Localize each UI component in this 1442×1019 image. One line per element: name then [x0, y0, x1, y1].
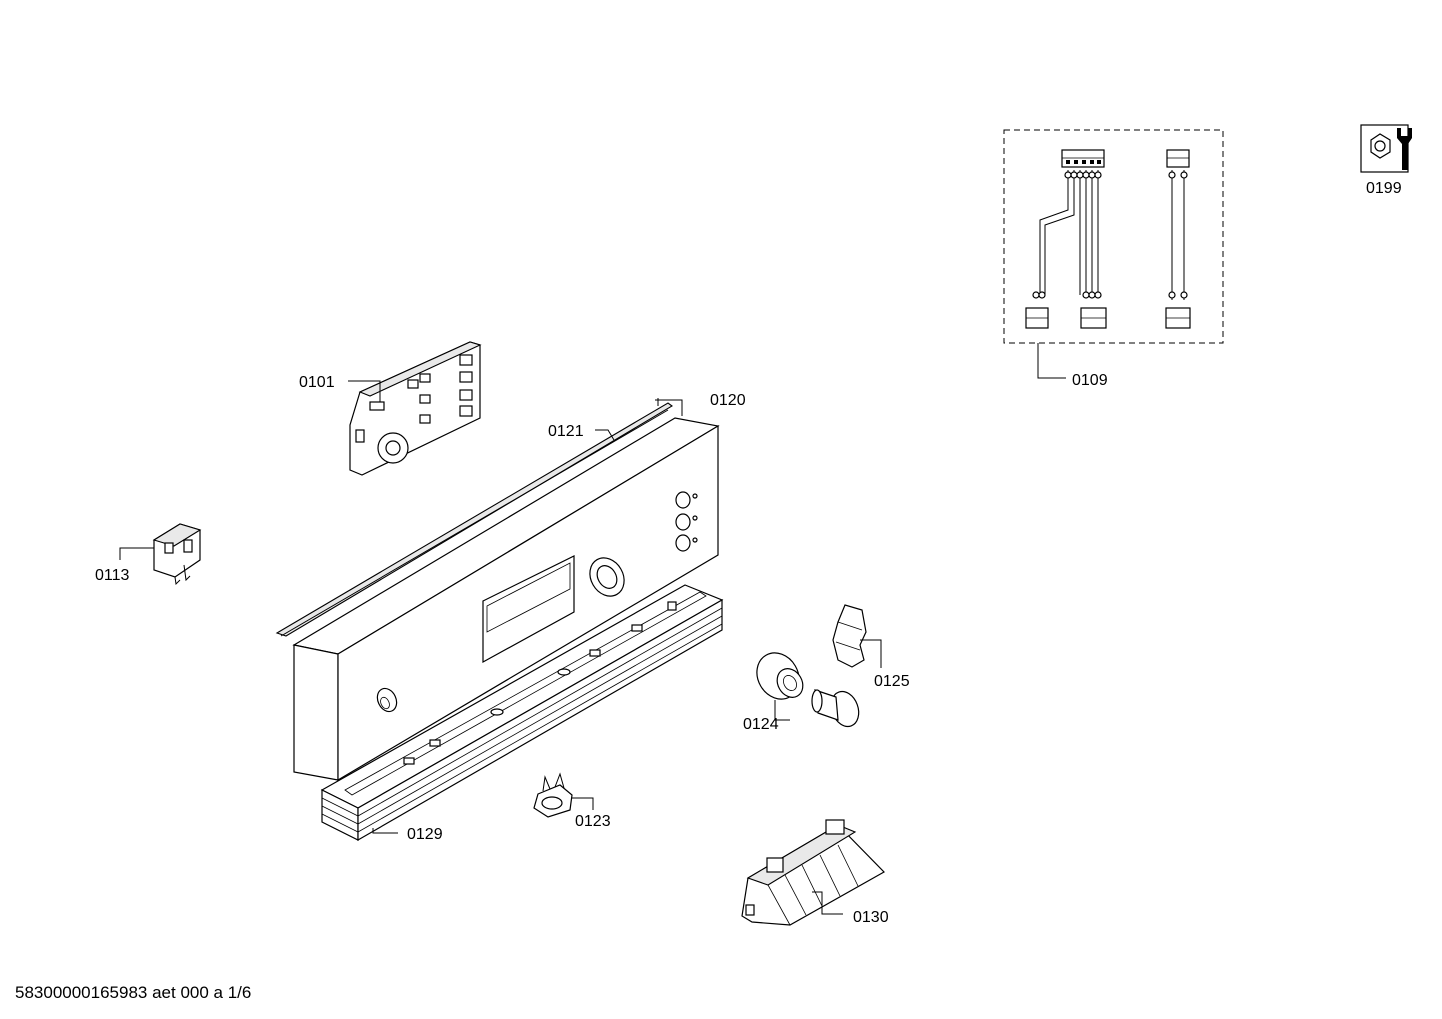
seal-strip-0121 — [275, 402, 673, 637]
front-panel-0120 — [292, 398, 720, 782]
document-id: 58300000165983 aet 000 a 1/6 — [15, 983, 251, 1002]
label-0123: 0123 — [575, 813, 611, 830]
panel-rail-0129 — [320, 584, 724, 842]
label-0129: 0129 — [407, 826, 443, 843]
wrench-nut-icon — [1360, 124, 1412, 173]
label-0125: 0125 — [874, 673, 910, 690]
label-0113: 0113 — [95, 567, 130, 584]
label-0101: 0101 — [299, 374, 335, 391]
light-guide-0125 — [832, 604, 882, 668]
door-switch-0113 — [119, 523, 202, 586]
label-0199: 0199 — [1366, 180, 1402, 197]
label-0130: 0130 — [853, 909, 889, 926]
control-module-0101 — [348, 341, 482, 476]
label-0120: 0120 — [710, 392, 746, 409]
label-0109: 0109 — [1072, 372, 1108, 389]
label-0121: 0121 — [548, 423, 584, 440]
wiring-harness-0109 — [1003, 129, 1224, 379]
label-0124: 0124 — [743, 716, 779, 733]
bracket-0130 — [741, 819, 885, 926]
knob-0124 — [756, 652, 860, 728]
clip-0123 — [533, 772, 594, 818]
